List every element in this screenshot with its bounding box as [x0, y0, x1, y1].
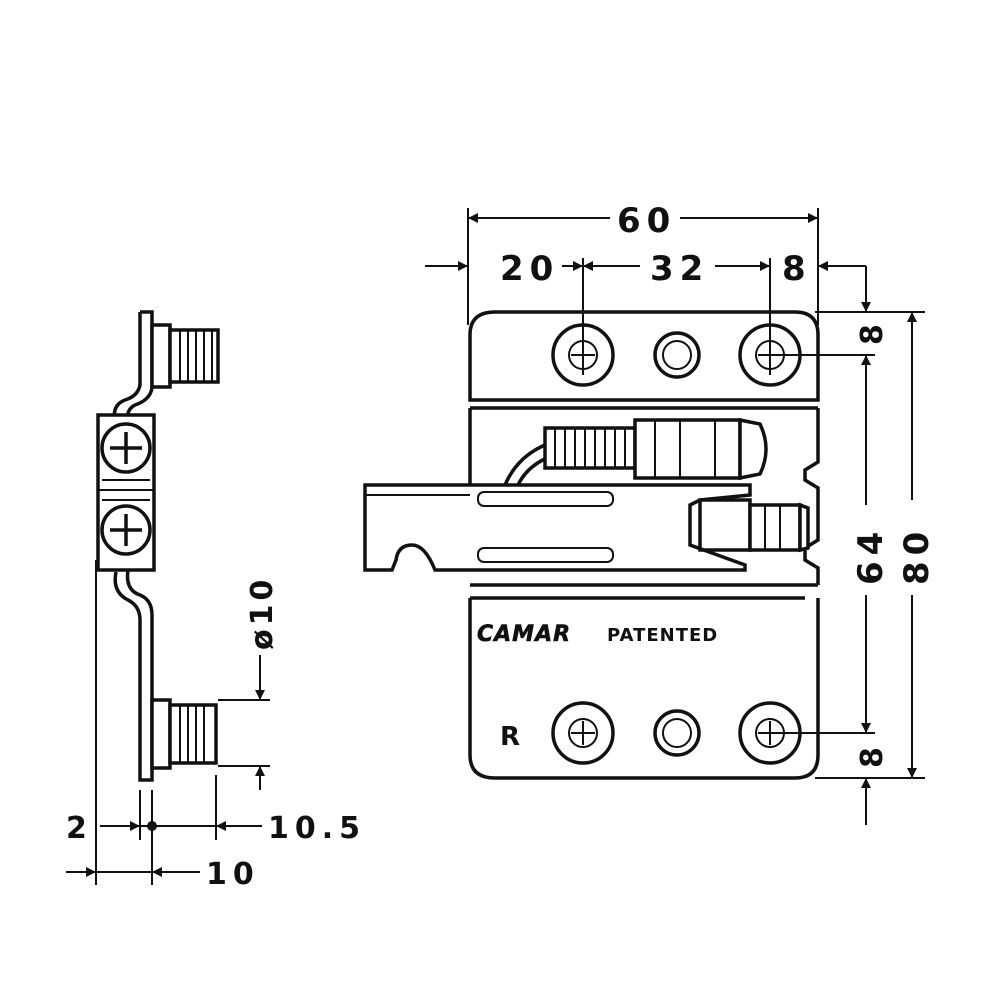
dim-vertical-spacing: 64	[851, 526, 891, 585]
center-hole-top	[653, 331, 701, 379]
brand-logo: CAMAR	[477, 622, 571, 647]
front-view: CAMAR PATENTED R 60	[363, 201, 937, 825]
dim-diameter: ø10	[245, 576, 280, 650]
side-view: ø10 2 10.5 10	[66, 310, 366, 892]
upper-dowel	[150, 323, 220, 389]
screw-hole-bottom-left	[551, 701, 615, 765]
dim-top-hole-offset: 8	[855, 324, 890, 345]
dim-overall-width: 60	[617, 201, 676, 241]
dim-pin-length: 10.5	[268, 811, 366, 846]
cam-block	[96, 413, 156, 572]
lower-dowel	[150, 698, 218, 770]
dim-hole-spacing: 32	[650, 249, 709, 289]
center-hole-bottom	[653, 709, 701, 757]
dim-depth: 10	[206, 857, 260, 892]
patent-label: PATENTED	[607, 625, 718, 646]
dim-right-offset: 8	[782, 249, 812, 289]
dim-left-offset: 20	[500, 249, 559, 289]
dim-bottom-hole-offset: 8	[855, 747, 890, 768]
dim-thickness: 2	[66, 811, 87, 846]
hand-marking: R	[500, 722, 520, 752]
dim-overall-height: 80	[897, 526, 937, 585]
